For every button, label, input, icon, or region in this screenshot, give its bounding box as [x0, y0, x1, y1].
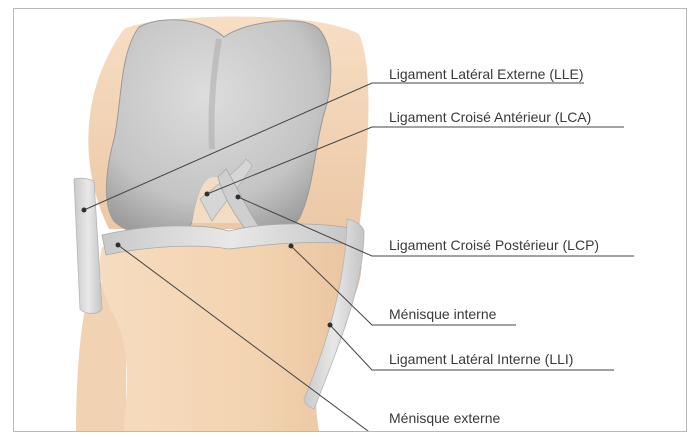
- label-lli: Ligament Latéral Interne (LLI): [389, 351, 573, 367]
- tibia: [100, 235, 362, 431]
- label-menisque-externe: Ménisque externe: [389, 410, 500, 426]
- label-menisque-interne: Ménisque interne: [389, 306, 496, 322]
- label-lle: Ligament Latéral Externe (LLE): [389, 66, 584, 82]
- label-lca: Ligament Croisé Antérieur (LCA): [389, 109, 591, 125]
- knee-illustration: [14, 9, 686, 431]
- diagram-frame: Ligament Latéral Externe (LLE) Ligament …: [13, 8, 687, 432]
- label-lcp: Ligament Croisé Postérieur (LCP): [389, 237, 599, 253]
